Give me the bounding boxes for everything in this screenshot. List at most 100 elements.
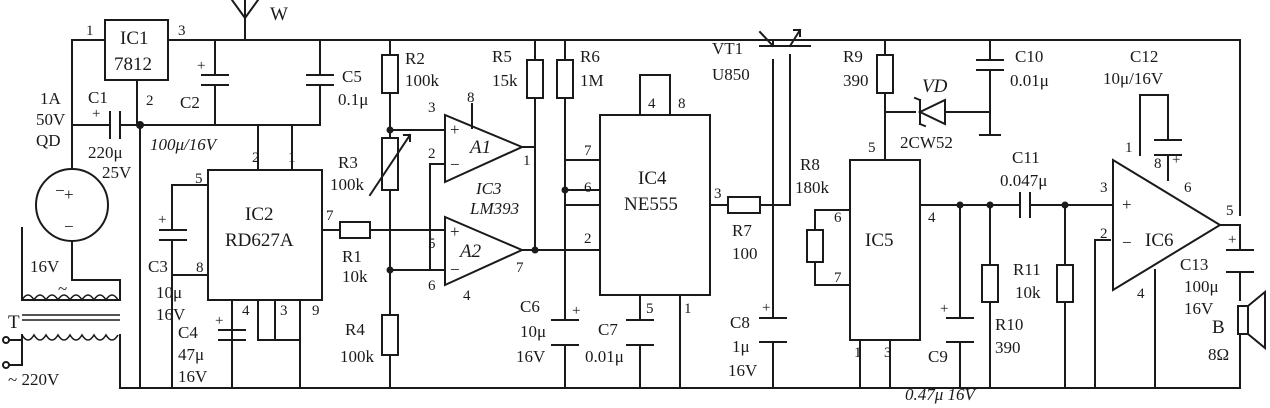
c10-value: 0.01μ	[1010, 71, 1049, 90]
ic3-label: IC3	[475, 179, 502, 198]
ic5-pin: 6	[834, 210, 842, 226]
c8-label: C8	[730, 313, 750, 332]
ic6-plus: +	[1122, 195, 1132, 214]
c6-value: 10μ	[520, 322, 546, 341]
c6-capacitor: + C6 10μ 16V	[516, 297, 580, 366]
c4-label: C4	[178, 323, 198, 342]
r9-resistor: R9 390	[843, 47, 894, 94]
ic5-pin: 5	[868, 140, 876, 156]
ic3-part: LM393	[469, 199, 519, 218]
svg-text:+: +	[762, 300, 770, 316]
ic2-pin: 7	[326, 208, 334, 224]
r10-resistor: R10 390	[981, 264, 1023, 357]
ic4-pin: 3	[714, 186, 722, 202]
c8-value: 1μ	[732, 337, 750, 356]
junction-dots	[136, 121, 1069, 274]
transformer-primary: ~ 220V	[8, 370, 60, 389]
a1-label: A1	[468, 137, 491, 158]
c4-voltage: 16V	[178, 367, 208, 386]
a1-minus: −	[450, 155, 460, 174]
c5-value: 0.1μ	[338, 90, 368, 109]
ic6-pin: 4	[1137, 286, 1145, 302]
transformer-label: T	[8, 312, 20, 333]
ic2-pin: 8	[196, 260, 204, 276]
a2-pin: 4	[463, 288, 471, 304]
r8-value: 180k	[795, 178, 830, 197]
ic5-label: IC5	[865, 230, 894, 251]
ic2-pin: 2	[252, 150, 260, 166]
c9-value: 0.47μ 16V	[905, 385, 978, 404]
svg-text:+: +	[1172, 152, 1180, 168]
vt1-label: VT1	[712, 39, 743, 58]
ic6-pin: 2	[1100, 226, 1108, 242]
transformer: T ~ 220V 16V ~	[2, 257, 121, 389]
a2-minus: −	[450, 260, 460, 279]
a1-comparator: A1 + − 3 8 2 1	[428, 90, 531, 184]
c7-value: 0.01μ	[585, 347, 624, 366]
r11-label: R11	[1013, 260, 1041, 279]
a2-pin: 7	[516, 260, 524, 276]
ic4-label: IC4	[638, 168, 667, 189]
vd-part: 2CW52	[900, 133, 953, 152]
r7-resistor: R7 100	[727, 196, 761, 263]
antenna-label: W	[270, 4, 288, 25]
ic4-pin: 5	[646, 301, 654, 317]
c4-value: 47μ	[178, 345, 204, 364]
ic6-pin: 1	[1125, 140, 1133, 156]
r5-value: 15k	[492, 71, 518, 90]
c7-capacitor: C7 0.01μ	[585, 319, 654, 366]
ic6-pin: 6	[1184, 180, 1192, 196]
svg-text:+: +	[92, 106, 100, 122]
r4-resistor: R4 100k	[340, 314, 399, 366]
svg-text:+: +	[215, 313, 223, 329]
c3-value: 10μ	[156, 283, 182, 302]
c3-capacitor: + C3 10μ 16V	[148, 204, 187, 324]
r3-value: 100k	[330, 175, 365, 194]
ic5-chip: IC5 5 6 7 4 1 3	[834, 140, 936, 361]
a2-comparator: A2 + − 5 6 7 4	[428, 215, 525, 304]
r3-resistor: R3 100k	[330, 133, 412, 197]
r11-resistor: R11 10k	[1013, 260, 1074, 303]
c2-capacitor: + C2 100μ/16V	[150, 58, 229, 154]
a1-pin: 8	[467, 90, 475, 106]
r6-value: 1M	[580, 71, 604, 90]
ic4-pin: 7	[584, 143, 592, 159]
c4-capacitor: + C4 47μ 16V	[178, 313, 246, 386]
c12-capacitor: + C12 10μ/16V	[1103, 47, 1182, 168]
c10-label: C10	[1015, 47, 1043, 66]
ic2-label: IC2	[245, 204, 274, 225]
ic4-pin: 6	[584, 180, 592, 196]
svg-text:+: +	[158, 212, 166, 228]
ic1-pin: 1	[86, 23, 94, 39]
r4-value: 100k	[340, 347, 375, 366]
ic1-pin: 3	[178, 23, 186, 39]
r5-label: R5	[492, 47, 512, 66]
c9-capacitor: + C9 0.47μ 16V	[905, 301, 978, 404]
a1-plus: +	[450, 120, 460, 139]
ic6-pin: 8	[1154, 156, 1162, 172]
c12-value: 10μ/16V	[1103, 69, 1164, 88]
svg-text:+: +	[1228, 232, 1236, 248]
c8-voltage: 16V	[728, 361, 758, 380]
c13-value: 100μ	[1184, 277, 1219, 296]
ic4-pin: 8	[678, 96, 686, 112]
c2-label: C2	[180, 93, 200, 112]
ic4-pin: 2	[584, 231, 592, 247]
c6-voltage: 16V	[516, 347, 546, 366]
r9-label: R9	[843, 47, 863, 66]
ic6-minus: −	[1122, 233, 1132, 252]
c12-label: C12	[1130, 47, 1158, 66]
c8-capacitor: + C8 1μ 16V	[728, 300, 787, 380]
ic6-pin: 5	[1226, 203, 1234, 219]
a2-plus: +	[450, 222, 460, 241]
ic4-timer: IC4 NE555 4 8 7 6 2 3 5 1	[584, 96, 722, 317]
c3-voltage: 16V	[156, 305, 186, 324]
transformer-secondary: 16V	[30, 257, 60, 276]
a1-pin: 3	[428, 100, 436, 116]
ic2-pin: 5	[195, 171, 203, 187]
ic2-receiver: IC2 RD627A 2 1 5 7 8 4 3 9	[195, 150, 334, 319]
r9-value: 390	[843, 71, 869, 90]
a2-pin: 5	[428, 236, 436, 252]
vd-label: VD	[922, 76, 948, 97]
speaker-value: 8Ω	[1208, 345, 1229, 364]
